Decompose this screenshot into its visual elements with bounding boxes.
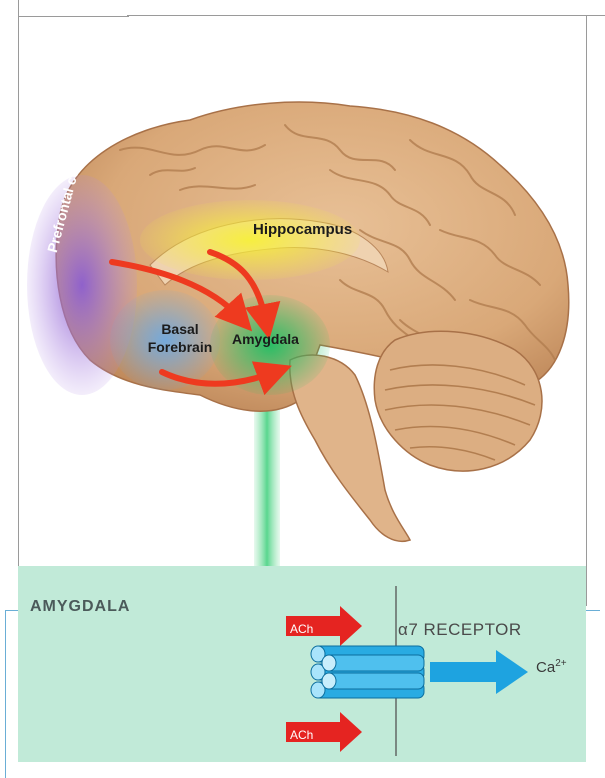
basal-forebrain-label: Basal Forebrain bbox=[140, 320, 220, 356]
hippocampus-highlight bbox=[140, 200, 360, 280]
ach-label-bottom: ACh bbox=[290, 728, 313, 742]
ion-symbol: Ca bbox=[536, 659, 555, 676]
amygdala-label: Amygdala bbox=[232, 331, 299, 347]
ion-charge: 2+ bbox=[555, 658, 566, 669]
basal-forebrain-label-line1: Basal bbox=[140, 320, 220, 338]
calcium-flow-arrow bbox=[430, 650, 528, 694]
brain-illustration bbox=[0, 0, 605, 610]
frame-border-blue-left bbox=[5, 610, 6, 778]
receptor-label: α7 RECEPTOR bbox=[398, 620, 522, 640]
calcium-ion-label: Ca2+ bbox=[536, 658, 567, 676]
alpha7-channel bbox=[311, 646, 424, 698]
basal-forebrain-label-line2: Forebrain bbox=[140, 338, 220, 356]
panel-title: AMYGDALA bbox=[30, 598, 130, 616]
receptor-panel: AMYGDALA α7 RECEPTOR ACh ACh Ca2+ bbox=[18, 566, 586, 762]
ach-label-top: ACh bbox=[290, 622, 313, 636]
hippocampus-label: Hippocampus bbox=[253, 221, 352, 238]
